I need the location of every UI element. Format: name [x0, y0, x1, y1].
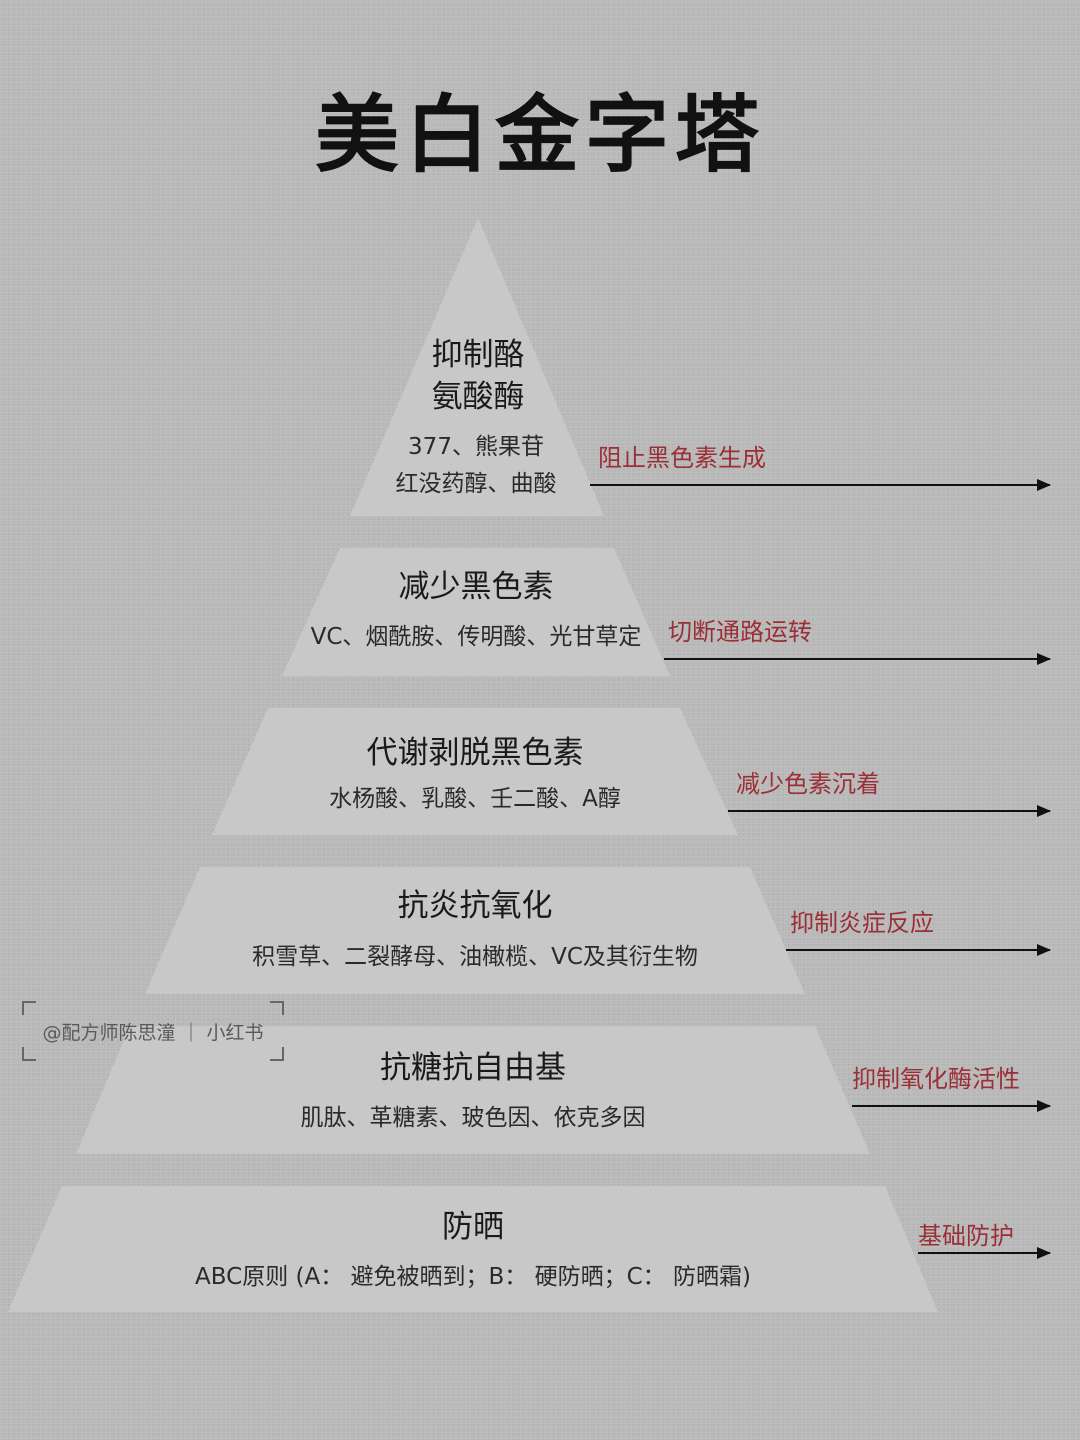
watermark-corner-bottom-left	[22, 1047, 36, 1061]
tier-1-heading: 抑制酪	[431, 337, 525, 373]
pyramid-tier-3-shape	[212, 708, 738, 835]
tier-4-heading: 抗炎抗氧化	[397, 888, 553, 924]
watermark-corner-top-left	[22, 1001, 36, 1015]
pyramid-tier-6-shape	[8, 1186, 938, 1312]
tier-4-items: 积雪草、二裂酵母、油橄榄、VC及其衍生物	[252, 944, 698, 970]
pyramid-tier-5-shape	[76, 1026, 870, 1154]
watermark-text: @配方师陈思潼 ｜ 小红书	[42, 1022, 264, 1044]
page-title: 美白金字塔	[314, 86, 765, 184]
tier-5-effect: 抑制氧化酶活性	[852, 1065, 1020, 1093]
tier-2-effect: 切断通路运转	[668, 618, 812, 646]
tier-5-items: 肌肽、革糖素、玻色因、依克多因	[300, 1105, 646, 1131]
tier-1-items: 377、熊果苷	[408, 434, 544, 460]
tier-1-items-line2: 红没药醇、曲酸	[395, 471, 557, 497]
pyramid-tier-4-shape	[145, 867, 805, 994]
tier-5-heading: 抗糖抗自由基	[380, 1050, 566, 1086]
tier-2-heading: 减少黑色素	[398, 569, 554, 605]
tier-4-effect: 抑制炎症反应	[790, 909, 934, 937]
tier-1-heading-line2: 氨酸酶	[431, 379, 525, 415]
pyramid-tier-2-shape	[282, 548, 670, 676]
tier-6-items: ABC原则 (A： 避免被晒到；B： 硬防晒；C： 防晒霜)	[195, 1264, 751, 1290]
watermark-corner-top-right	[270, 1001, 284, 1015]
tier-6-heading: 防晒	[442, 1209, 504, 1245]
tier-3-heading: 代谢剥脱黑色素	[366, 735, 584, 771]
tier-2-items: VC、烟酰胺、传明酸、光甘草定	[310, 624, 642, 650]
pyramid-tier-1-shape	[350, 218, 604, 516]
tier-3-effect: 减少色素沉着	[736, 770, 880, 798]
tier-1-effect: 阻止黑色素生成	[598, 444, 766, 472]
watermark: @配方师陈思潼 ｜ 小红书	[22, 1001, 284, 1061]
watermark-corner-bottom-right	[270, 1047, 284, 1061]
tier-6-effect: 基础防护	[918, 1222, 1014, 1250]
tier-3-items: 水杨酸、乳酸、壬二酸、A醇	[329, 786, 621, 812]
